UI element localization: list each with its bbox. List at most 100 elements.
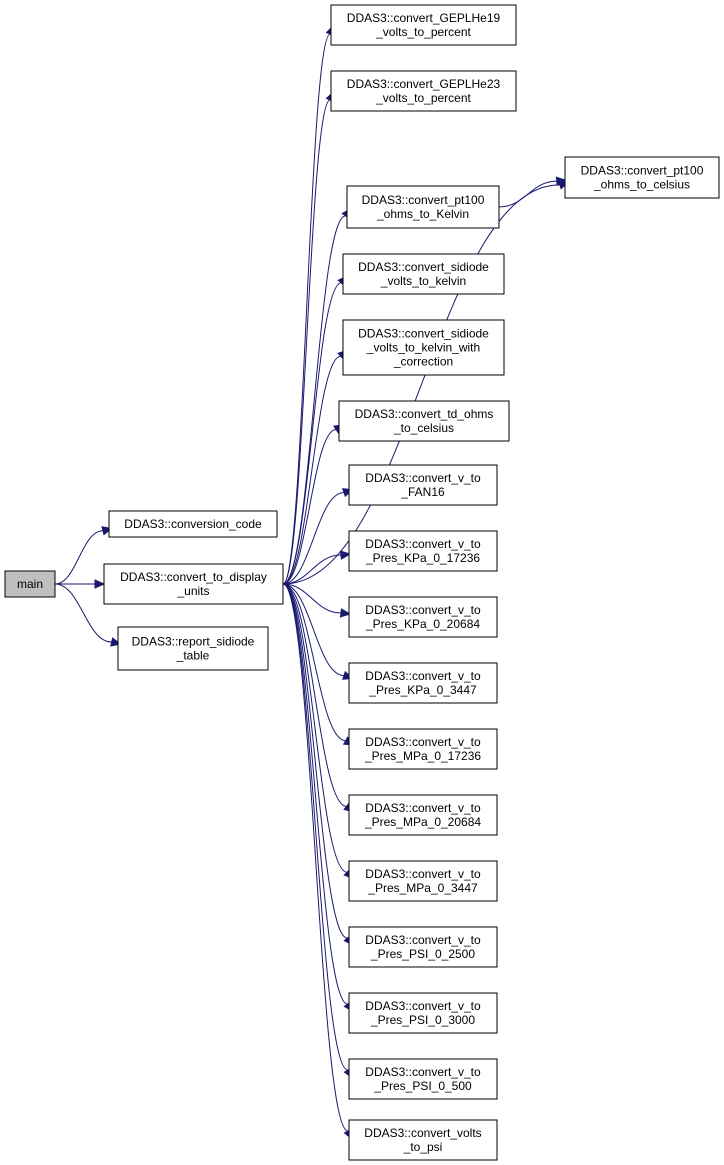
node-label: _to_psi: [403, 1140, 443, 1154]
node-box: [348, 464, 498, 506]
node-label: DDAS3::convert_v_to: [365, 669, 481, 683]
node-box: [117, 626, 269, 671]
node-psi-3000[interactable]: DDAS3::convert_v_to_Pres_PSI_0_3000: [348, 992, 498, 1034]
node-label: DDAS3::convert_td_ohms: [355, 407, 494, 421]
edge-line: [282, 583, 345, 677]
node-label: DDAS3::convert_GEPLHe23: [347, 77, 501, 91]
edge-pt100-kelvin-to-pt100-celsius: [498, 176, 567, 208]
edge-line: [282, 583, 349, 1132]
node-label: _to_celsius: [393, 421, 454, 435]
node-label: DDAS3::convert_pt100: [362, 193, 485, 207]
node-label: DDAS3::convert_v_to: [365, 933, 481, 947]
node-label: DDAS3::convert_v_to: [365, 471, 481, 485]
node-label: DDAS3::report_sidiode: [132, 635, 255, 649]
node-convert-to-display-units[interactable]: DDAS3::convert_to_display_units: [103, 563, 284, 605]
node-box: [4, 570, 56, 598]
node-volts-psi[interactable]: DDAS3::convert_volts_to_psi: [348, 1119, 498, 1161]
edge-line: [54, 583, 112, 643]
edge-line: [282, 429, 337, 585]
node-box: [338, 400, 510, 442]
node-label: _Pres_PSI_0_2500: [370, 947, 475, 961]
call-nodes: mainDDAS3::conversion_codeDDAS3::convert…: [4, 4, 720, 1161]
edge-convert-to-display-units-to-pt100-celsius: [282, 180, 570, 585]
edge-line: [282, 99, 331, 585]
node-box: [103, 563, 284, 605]
node-label: main: [17, 577, 43, 591]
node-mpa-20684[interactable]: DDAS3::convert_v_to_Pres_MPa_0_20684: [348, 794, 498, 836]
node-kpa-20684[interactable]: DDAS3::convert_v_to_Pres_KPa_0_20684: [348, 596, 498, 638]
edge-line: [282, 282, 342, 585]
node-report-sidiode-table[interactable]: DDAS3::report_sidiode_table: [117, 626, 269, 671]
node-label: _Pres_KPa_0_3447: [368, 683, 477, 697]
node-box: [564, 156, 720, 199]
node-main[interactable]: main: [4, 570, 56, 598]
edge-line: [282, 554, 341, 585]
node-label: _volts_to_percent: [375, 25, 471, 39]
edge-convert-to-display-units-to-kpa-20684: [282, 583, 352, 618]
edge-line: [282, 583, 348, 1005]
node-box: [348, 860, 498, 902]
node-gepl23[interactable]: DDAS3::convert_GEPLHe23_volts_to_percent: [330, 70, 517, 112]
node-conversion-code[interactable]: DDAS3::conversion_code: [108, 510, 278, 538]
node-sidiode-kelvin[interactable]: DDAS3::convert_sidiode_volts_to_kelvin: [342, 253, 505, 295]
node-fan16[interactable]: DDAS3::convert_v_to_FAN16: [348, 464, 498, 506]
edge-line: [498, 180, 557, 208]
node-label: _units: [176, 584, 209, 598]
edge-line: [282, 583, 348, 939]
node-label: DDAS3::convert_pt100: [581, 164, 704, 178]
node-label: DDAS3::convert_sidiode: [358, 260, 489, 274]
node-label: _volts_to_percent: [375, 91, 471, 105]
node-label: _Pres_MPa_0_3447: [367, 881, 478, 895]
node-mpa-17236[interactable]: DDAS3::convert_v_to_Pres_MPa_0_17236: [348, 728, 498, 770]
edge-arrowhead: [555, 176, 567, 186]
node-label: _volts_to_kelvin_with: [366, 341, 480, 355]
node-label: _FAN16: [400, 485, 445, 499]
edge-convert-to-display-units-to-kpa-17236: [282, 550, 352, 585]
edge-convert-to-display-units-to-mpa-3447: [282, 583, 355, 880]
node-label: _Pres_MPa_0_17236: [364, 749, 481, 763]
node-box: [348, 662, 498, 704]
node-box: [348, 992, 498, 1034]
node-label: _ohms_to_celsius: [593, 178, 690, 192]
node-psi-500[interactable]: DDAS3::convert_v_to_Pres_PSI_0_500: [348, 1058, 498, 1100]
node-psi-2500[interactable]: DDAS3::convert_v_to_Pres_PSI_0_2500: [348, 926, 498, 968]
edge-main-to-conversion-code: [54, 526, 113, 585]
node-box: [330, 70, 517, 112]
node-gepl19[interactable]: DDAS3::convert_GEPLHe19_volts_to_percent: [330, 4, 517, 46]
edge-line: [282, 184, 560, 585]
node-box: [108, 510, 278, 538]
node-box: [346, 185, 500, 229]
edge-line: [282, 583, 347, 807]
node-label: _Pres_PSI_0_500: [373, 1079, 472, 1093]
node-label: _correction: [393, 355, 453, 369]
node-box: [348, 530, 498, 572]
node-box: [342, 319, 505, 376]
node-label: DDAS3::convert_v_to: [365, 999, 481, 1013]
edge-convert-to-display-units-to-psi-500: [282, 583, 354, 1079]
node-label: DDAS3::convert_v_to: [365, 735, 481, 749]
node-pt100-celsius[interactable]: DDAS3::convert_pt100_ohms_to_celsius: [564, 156, 720, 199]
node-kpa-17236[interactable]: DDAS3::convert_v_to_Pres_KPa_0_17236: [348, 530, 498, 572]
node-label: _Pres_KPa_0_20684: [365, 617, 480, 631]
node-box: [348, 728, 498, 770]
edge-arrowhead: [339, 608, 352, 618]
node-kpa-3447[interactable]: DDAS3::convert_v_to_Pres_KPa_0_3447: [348, 662, 498, 704]
edge-convert-to-display-units-to-mpa-20684: [282, 583, 355, 813]
node-sidiode-kelvin-corr[interactable]: DDAS3::convert_sidiode_volts_to_kelvin_w…: [342, 319, 505, 376]
edge-line: [282, 215, 346, 585]
node-box: [330, 4, 517, 46]
node-label: DDAS3::convert_to_display: [120, 570, 267, 584]
node-mpa-3447[interactable]: DDAS3::convert_v_to_Pres_MPa_0_3447: [348, 860, 498, 902]
node-label: _table: [176, 649, 210, 663]
node-pt100-kelvin[interactable]: DDAS3::convert_pt100_ohms_to_Kelvin: [346, 185, 500, 229]
edge-line: [282, 583, 349, 1071]
edge-line: [282, 583, 341, 614]
node-box: [348, 926, 498, 968]
edge-arrowhead: [339, 550, 352, 560]
node-box: [348, 1119, 498, 1161]
edge-line: [282, 491, 345, 585]
node-label: DDAS3::convert_v_to: [365, 537, 481, 551]
node-td-ohms[interactable]: DDAS3::convert_td_ohms_to_celsius: [338, 400, 510, 442]
node-label: DDAS3::convert_v_to: [365, 603, 481, 617]
